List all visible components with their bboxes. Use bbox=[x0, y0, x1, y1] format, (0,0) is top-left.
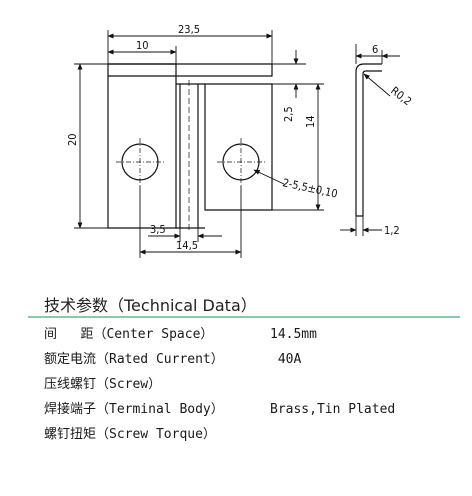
technical-data-title: 技术参数（Technical Data） bbox=[44, 296, 257, 315]
dim-height: 20 bbox=[66, 133, 79, 146]
spec-row-center-space: 间 距（Center Space） 14.5mm bbox=[44, 322, 464, 347]
spec-label: 焊接端子（Terminal Body） bbox=[44, 402, 224, 417]
terminal-drawing: 23,5 10 20 2,5 14 2-5,5±0,10 3,5 14,5 6 … bbox=[66, 23, 414, 258]
dim-step: 2,5 bbox=[282, 106, 295, 122]
spec-value: 14.5mm bbox=[270, 327, 317, 342]
dim-slot-depth: 14 bbox=[304, 115, 317, 128]
dim-thickness: 1,2 bbox=[384, 224, 400, 237]
section-divider bbox=[28, 316, 460, 318]
spec-row-screw: 压线螺钉（Screw） bbox=[44, 372, 464, 397]
spec-row-rated-current: 额定电流（Rated Current） 40A bbox=[44, 347, 464, 372]
side-profile bbox=[355, 63, 382, 217]
front-view bbox=[107, 63, 273, 232]
dim-side-width: 6 bbox=[372, 43, 378, 56]
dim-slot-width: 3,5 bbox=[150, 223, 166, 236]
side-view bbox=[355, 63, 382, 217]
side-dimension-lines bbox=[340, 44, 400, 236]
technical-data-table: 间 距（Center Space） 14.5mm 额定电流（Rated Curr… bbox=[44, 322, 464, 447]
dimension-lines bbox=[74, 30, 324, 258]
top-strip bbox=[108, 63, 273, 77]
spec-label: 间 距（Center Space） bbox=[44, 327, 214, 342]
side-dimension-texts: 6 R0,2 1,2 bbox=[372, 43, 414, 237]
dim-holes: 2-5,5±0,10 bbox=[281, 176, 338, 200]
dim-left-offset: 10 bbox=[136, 39, 149, 52]
center-slot bbox=[176, 83, 205, 229]
spec-value: 40A bbox=[270, 352, 302, 367]
left-plate bbox=[107, 63, 177, 229]
dimension-texts: 23,5 10 20 2,5 14 2-5,5±0,10 3,5 14,5 bbox=[66, 23, 339, 252]
right-plate bbox=[204, 83, 273, 211]
spec-label: 螺钉扭矩（Screw Torque） bbox=[44, 427, 216, 442]
spec-row-terminal-body: 焊接端子（Terminal Body） Brass,Tin Plated bbox=[44, 397, 464, 422]
dim-hole-spacing: 14,5 bbox=[176, 239, 198, 252]
spec-row-screw-torque: 螺钉扭矩（Screw Torque） bbox=[44, 422, 464, 447]
dim-radius: R0,2 bbox=[388, 84, 414, 108]
spec-value: Brass,Tin Plated bbox=[270, 402, 396, 417]
dim-overall-width: 23,5 bbox=[178, 23, 200, 36]
spec-label: 压线螺钉（Screw） bbox=[44, 377, 162, 392]
spec-label: 额定电流（Rated Current） bbox=[44, 352, 224, 367]
